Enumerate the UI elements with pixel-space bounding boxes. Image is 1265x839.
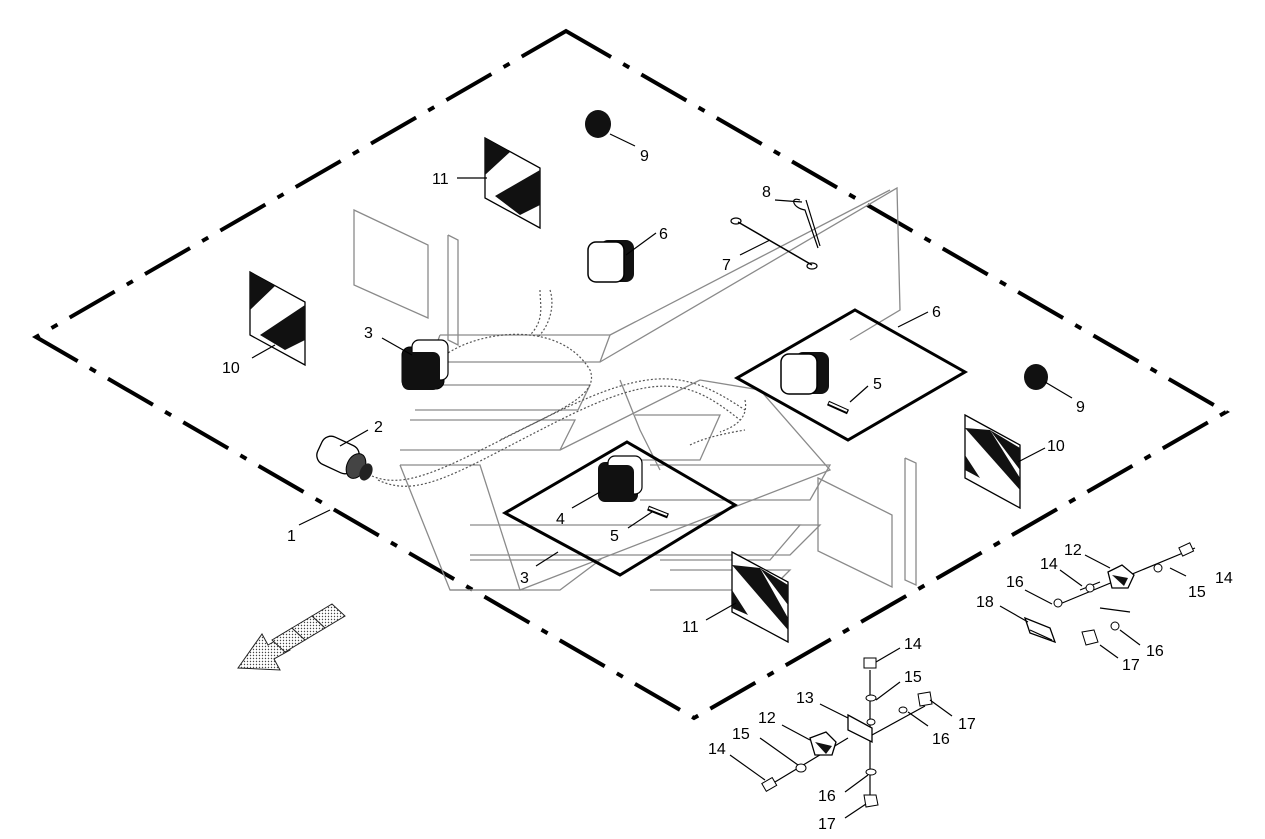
direction-arrow: [237, 603, 346, 671]
callout-16-bottom-b: 16: [818, 788, 836, 805]
tail-lamp-left: [401, 339, 449, 390]
callout-13: 13: [796, 690, 814, 707]
bracket-left: [353, 208, 459, 347]
callout-12-right: 12: [1064, 542, 1082, 559]
vehicle-outline: [399, 186, 901, 591]
hardware-group-right: [1023, 542, 1196, 646]
callout-5-lower: 5: [610, 528, 619, 545]
assembly-boundary: [32, 28, 1231, 721]
callout-6-top: 6: [659, 226, 668, 243]
warning-plate-11-bottom: [731, 550, 789, 644]
callout-17-bottom-a: 17: [958, 716, 976, 733]
callout-10-right: 10: [1047, 438, 1065, 455]
callout-9-right: 9: [1076, 399, 1085, 416]
callout-8: 8: [762, 184, 771, 201]
mount-plate-right: [733, 308, 969, 442]
hardware-group-bottom: [761, 657, 933, 808]
warning-plate-10-right: [964, 413, 1021, 510]
callout-14-right-a: 14: [1040, 556, 1058, 573]
callout-16-right-a: 16: [1006, 574, 1024, 591]
callout-15-bottom-a: 15: [904, 669, 922, 686]
callout-14-right-b: 14: [1215, 570, 1233, 587]
callout-1: 1: [287, 528, 296, 545]
callout-16-bottom-a: 16: [932, 731, 950, 748]
front-lamp-top: [587, 240, 634, 283]
mount-plate-center: [501, 440, 738, 577]
callout-17-right: 17: [1122, 657, 1140, 674]
leader-lines: [251, 133, 1187, 819]
warning-plate-11-top: [484, 136, 541, 230]
bracket-right: [817, 457, 917, 589]
callout-7: 7: [722, 257, 731, 274]
hairpin-clip-8: [793, 198, 821, 249]
callout-12-bottom: 12: [758, 710, 776, 727]
callout-labels: 1 2 3 3 4 5 5 6 6 7 8 9 9 10 10 11 11 12…: [222, 148, 1233, 833]
callout-11-top: 11: [432, 171, 449, 188]
tail-lamp-right: [598, 455, 643, 502]
callout-14-bottom-b: 14: [708, 741, 726, 758]
warning-plate-10-left: [249, 270, 306, 367]
callout-9-top: 9: [640, 148, 649, 165]
callout-10-left: 10: [222, 360, 240, 377]
callout-4: 4: [556, 511, 565, 528]
callout-15-bottom-b: 15: [732, 726, 750, 743]
socket-connector: [316, 435, 373, 481]
callout-16-right-b: 16: [1146, 643, 1164, 660]
callout-14-bottom-a: 14: [904, 636, 922, 653]
callout-3-left: 3: [364, 325, 373, 342]
callout-15-right: 15: [1188, 584, 1206, 601]
pin-lower: [647, 505, 669, 519]
callout-2: 2: [374, 419, 383, 436]
callout-11-bottom: 11: [682, 619, 699, 636]
wiring-harness: [371, 289, 747, 487]
round-reflector-top: [585, 110, 611, 138]
pin-upper: [826, 400, 850, 415]
round-reflector-right: [1024, 364, 1048, 390]
cable-7: [730, 217, 818, 270]
callout-6-right: 6: [932, 304, 941, 321]
callout-5-upper: 5: [873, 376, 882, 393]
callout-3-center: 3: [520, 570, 529, 587]
callout-17-bottom-b: 17: [818, 816, 836, 833]
front-lamp-right: [780, 352, 829, 395]
callout-18: 18: [976, 594, 994, 611]
